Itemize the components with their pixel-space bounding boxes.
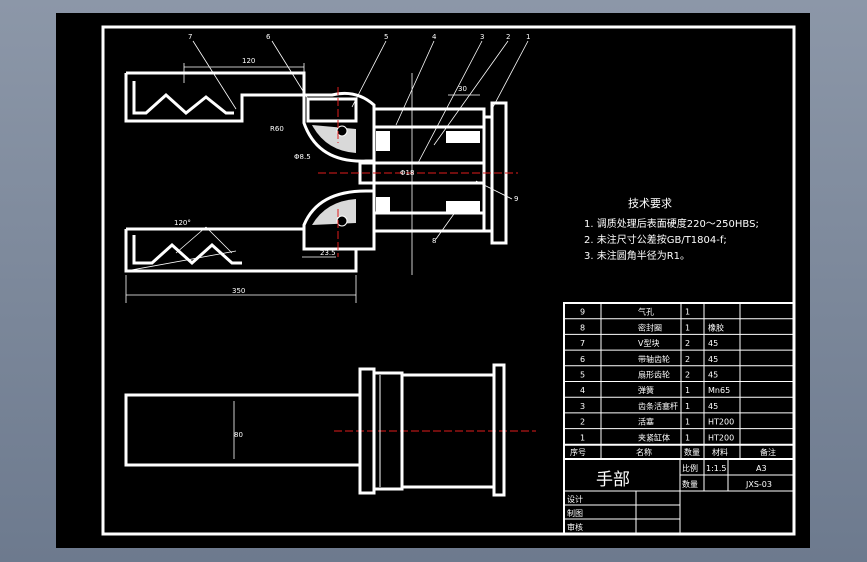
leader-3: 3 <box>480 33 484 41</box>
row-no: 9 <box>580 308 585 317</box>
row-qty: 2 <box>685 371 690 380</box>
row-no: 5 <box>580 371 585 380</box>
dim-body: 80 <box>234 431 243 439</box>
tech-requirements-title: 技术要求 <box>628 197 672 210</box>
row-name: 扇形齿轮 <box>638 370 670 380</box>
header-name: 名称 <box>636 447 652 457</box>
leader-1: 1 <box>526 33 530 41</box>
row-name: 带轴齿轮 <box>638 354 670 364</box>
row-name: 齿条活塞杆 <box>638 401 678 411</box>
row-qty: 1 <box>685 308 690 317</box>
gripper-front-view <box>124 71 508 273</box>
tech-requirements: 技术要求 1. 调质处理后表面硬度220～250HBS; 2. 未注尺寸公差按G… <box>584 197 759 262</box>
leader-labels: 7 6 5 4 3 2 1 9 8 <box>188 33 530 245</box>
dimension-values: 120 30 R60 Φ8.5 Φ18 120° 23.5 350 80 <box>174 57 467 439</box>
row-no: 2 <box>580 418 585 427</box>
dim-top-width: 120 <box>242 57 255 65</box>
row-name: 弹簧 <box>638 385 654 395</box>
row-mat: 45 <box>708 402 718 411</box>
leader-6: 6 <box>266 33 271 41</box>
cad-drawing: 7 6 5 4 3 2 1 9 8 120 30 R60 Φ8.5 Φ18 12… <box>101 25 796 536</box>
row-qty: 1 <box>685 323 690 332</box>
draw-label: 制图 <box>567 508 583 518</box>
header-note: 备注 <box>760 447 776 457</box>
check-label: 审核 <box>567 522 583 532</box>
dim-top-small: 30 <box>458 85 467 93</box>
tech-line-2: 2. 未注尺寸公差按GB/T1804-f; <box>584 233 727 246</box>
drawing-no: JXS-03 <box>745 480 772 489</box>
row-qty: 2 <box>685 355 690 364</box>
row-qty: 1 <box>685 433 690 442</box>
row-no: 4 <box>580 386 585 395</box>
row-qty: 1 <box>685 386 690 395</box>
leader-9: 9 <box>514 195 518 203</box>
leader-8: 8 <box>432 237 436 245</box>
row-mat: HT200 <box>708 418 734 427</box>
dim-angle: 120° <box>174 219 191 227</box>
gripper-side-view <box>124 363 506 497</box>
row-qty: 2 <box>685 339 690 348</box>
parts-table-header: 序号 名称 数量 材料 备注 <box>570 447 776 457</box>
title-name: 手部 <box>596 470 630 490</box>
dim-radius: R60 <box>270 125 284 133</box>
row-mat: 45 <box>708 371 718 380</box>
row-qty: 1 <box>685 418 690 427</box>
dim-overall: 350 <box>232 287 245 295</box>
dim-bottom-small: 23.5 <box>320 249 336 257</box>
title-block: 手部 比例 1:1.5 A3 数量 JXS-03 设计 制图 审核 <box>567 463 772 532</box>
sheet-size: A3 <box>756 464 767 473</box>
dim-shaft: Φ18 <box>400 169 414 177</box>
row-mat: HT200 <box>708 433 734 442</box>
row-name: 活塞 <box>638 417 654 427</box>
scale-label: 比例 <box>682 463 698 473</box>
tech-line-1: 1. 调质处理后表面硬度220～250HBS; <box>584 217 759 230</box>
row-no: 6 <box>580 355 585 364</box>
row-name: 夹紧缸体 <box>638 432 670 442</box>
drawing-sheet: 7 6 5 4 3 2 1 9 8 120 30 R60 Φ8.5 Φ18 12… <box>56 13 810 548</box>
row-name: 气孔 <box>638 307 654 317</box>
leader-7: 7 <box>188 33 192 41</box>
header-mat: 材料 <box>712 447 728 457</box>
row-no: 7 <box>580 339 585 348</box>
header-no: 序号 <box>570 447 586 457</box>
row-mat: 45 <box>708 355 718 364</box>
leader-5: 5 <box>384 33 388 41</box>
design-label: 设计 <box>567 494 583 504</box>
dim-hole: Φ8.5 <box>294 153 311 161</box>
gripper-sections <box>312 125 480 227</box>
centerlines <box>318 87 536 432</box>
row-no: 3 <box>580 402 585 411</box>
row-name: V型块 <box>638 338 659 348</box>
row-name: 密封圈 <box>638 322 662 332</box>
leader-lines <box>192 40 529 240</box>
qty-label: 数量 <box>682 479 698 489</box>
dimension-lines <box>125 63 480 303</box>
leader-2: 2 <box>506 33 510 41</box>
row-mat: 橡胶 <box>708 322 724 332</box>
row-qty: 1 <box>685 402 690 411</box>
drawing-border <box>101 25 796 536</box>
scale-value: 1:1.5 <box>706 464 727 473</box>
leader-4: 4 <box>432 33 437 41</box>
row-no: 1 <box>580 433 585 442</box>
row-mat: 45 <box>708 339 718 348</box>
row-mat: Mn65 <box>708 386 730 395</box>
tech-line-3: 3. 未注圆角半径为R1。 <box>584 249 690 262</box>
header-qty: 数量 <box>684 447 700 457</box>
row-no: 8 <box>580 323 585 332</box>
